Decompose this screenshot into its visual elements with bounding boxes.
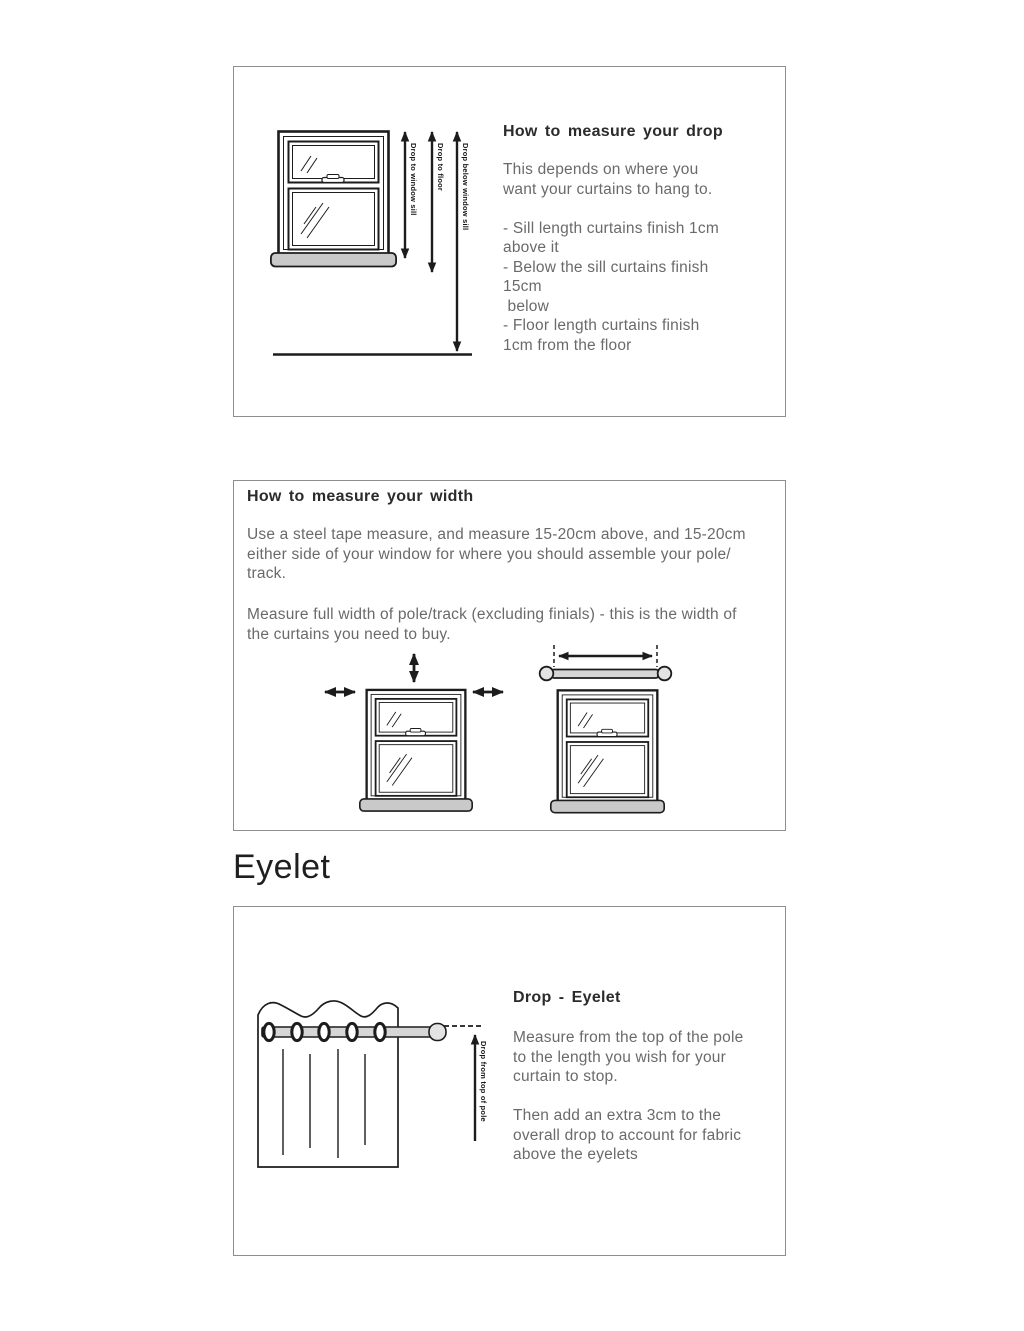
text-line: Then add an extra 3cm to the (513, 1107, 722, 1124)
text-line: curtain to stop. (513, 1068, 618, 1085)
eyelet-ring (317, 1021, 331, 1043)
eyelet-diagram: Drop from top of pole (257, 1000, 488, 1168)
panel-eyelet-drop: Drop from top of pole Drop - Eyelet Meas… (233, 906, 786, 1256)
drop-to-floor-arrow-label: Drop to floor (436, 143, 445, 191)
drop-body: This depends on where you want your curt… (503, 160, 753, 355)
pole-finial-right (656, 665, 673, 682)
text-line: - Sill length curtains finish 1cm (503, 219, 719, 237)
text-line: - Below the sill curtains finish (503, 258, 709, 276)
curtain-fold-lines (282, 1049, 366, 1158)
window-illustration (359, 688, 473, 813)
drop-section-heading: How to measure your drop (503, 123, 723, 140)
text-line (513, 1087, 773, 1107)
width-section-heading: How to measure your width (247, 488, 474, 505)
text-line: 15cm (503, 278, 542, 295)
text-line: above the eyelets (513, 1146, 638, 1163)
drop-from-pole-arrow-label: Drop from top of pole (479, 1041, 488, 1122)
curtain-fabric (257, 1000, 399, 1168)
eyelet-ring (262, 1021, 276, 1043)
panel-measure-width: How to measure your width Use a steel ta… (233, 480, 786, 831)
text-line: to the length you wish for your (513, 1048, 726, 1066)
width-para1: Use a steel tape measure, and measure 15… (247, 525, 777, 584)
eyelet-drop-heading: Drop - Eyelet (513, 989, 621, 1006)
text-line: overall drop to account for fabric (513, 1126, 742, 1144)
text-line: This depends on where you (503, 161, 699, 178)
pole-finial-left (538, 665, 555, 682)
text-line: below (503, 297, 550, 315)
text-line: either side of your window for where you… (247, 545, 731, 563)
text-line: Measure full width of pole/track (exclud… (247, 606, 737, 623)
text-line: above it (503, 239, 559, 256)
width-diagram (323, 645, 673, 814)
eyelet-ring (345, 1021, 359, 1043)
pole-end-cap (428, 1022, 447, 1042)
window-illustration (270, 130, 397, 268)
panel-measure-drop: Drop to window sill Drop to floor Drop b… (233, 66, 786, 417)
text-line: - Floor length curtains finish (503, 317, 700, 334)
eyelet-page-heading: Eyelet (233, 848, 331, 886)
text-line: Measure from the top of the pole (513, 1029, 744, 1046)
window-illustration (549, 689, 666, 814)
drop-diagram: Drop to window sill Drop to floor Drop b… (270, 130, 472, 356)
text-line: 1cm from the floor (503, 336, 632, 354)
curtain-pole (551, 668, 659, 679)
text-line: want your curtains to hang to. (503, 180, 713, 198)
text-line: track. (247, 565, 287, 582)
drop-to-sill-arrow-label: Drop to window sill (409, 143, 418, 216)
eyelet-body: Measure from the top of the pole to the … (513, 1028, 773, 1165)
eyelet-ring (373, 1021, 387, 1043)
text-line: Use a steel tape measure, and measure 15… (247, 526, 746, 543)
text-line (503, 199, 753, 219)
drop-below-sill-arrow-label: Drop below window sill (461, 143, 470, 230)
width-para2: Measure full width of pole/track (exclud… (247, 605, 777, 644)
eyelet-ring (290, 1021, 304, 1043)
text-line: the curtains you need to buy. (247, 625, 451, 643)
